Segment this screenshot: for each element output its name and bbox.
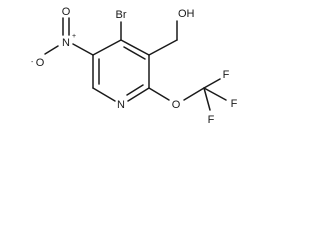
- charge-minus: -: [31, 59, 34, 66]
- atom-n-ring: N: [117, 99, 125, 111]
- bond-c2-n1-inner: [126, 84, 144, 96]
- molecule-structure: Br OH N + O - O N O F F F: [31, 6, 238, 126]
- bond-c5-c4: [92, 39, 122, 56]
- atom-n-nitro: N: [62, 37, 70, 49]
- atom-o-nitro-top: O: [62, 6, 71, 18]
- bond-c2-n1: [127, 87, 150, 102]
- atom-f-right: F: [231, 98, 238, 110]
- atom-f-bottom: F: [208, 114, 215, 126]
- atom-o-nitro-minus: O: [36, 57, 45, 69]
- charge-plus: +: [72, 33, 76, 40]
- atom-oh: OH: [178, 8, 195, 20]
- atom-o-ether: O: [172, 99, 181, 111]
- atom-br: Br: [116, 9, 127, 21]
- bond-c3-ch2: [148, 39, 178, 56]
- bond-n1-c6: [92, 87, 116, 102]
- bond-c-f-top: [203, 78, 221, 89]
- bond-c4-c3: [120, 39, 150, 56]
- bond-c-f-bottom: [203, 87, 211, 111]
- bond-c5-nitro: [72, 43, 94, 56]
- bond-c-f-right: [203, 87, 227, 101]
- bond-c4-c3-inner: [123, 46, 146, 60]
- atom-labels: Br OH N + O - O N O F F F: [31, 6, 238, 126]
- atom-f-top: F: [223, 69, 230, 81]
- bond-o-cf3: [183, 87, 205, 101]
- bond-c2-o: [148, 87, 170, 101]
- bonds: [44, 17, 227, 111]
- bond-nitro-o-minus: [44, 45, 59, 55]
